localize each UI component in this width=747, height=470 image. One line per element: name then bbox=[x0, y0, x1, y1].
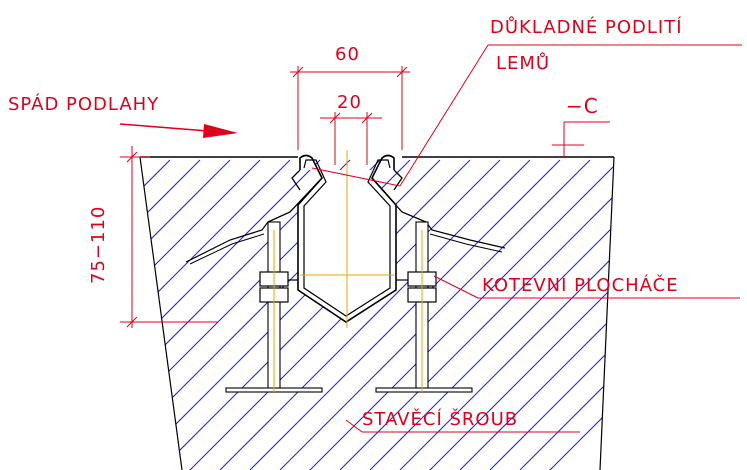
right-lip bbox=[393, 169, 403, 191]
slab-right-edge bbox=[599, 156, 615, 470]
slope-arrow bbox=[119, 123, 238, 138]
label-spad-podlahy: SPÁD PODLAHY bbox=[8, 93, 159, 115]
leader-kotevni bbox=[433, 275, 479, 299]
right-anchor-flat-inner bbox=[429, 233, 503, 253]
right-flange bbox=[371, 177, 427, 223]
joint-profile-inner bbox=[303, 159, 391, 317]
center-lines bbox=[273, 150, 423, 392]
left-anchor-flat bbox=[185, 221, 269, 263]
label-kotevni-plochace: KOTEVNÍ PLOCHÁČE bbox=[482, 274, 679, 296]
label-stavéci-sroub: STAVĚCÍ ŠROUB bbox=[362, 408, 518, 430]
leader-sroub bbox=[345, 419, 363, 433]
left-anchor-flat-inner bbox=[189, 233, 265, 265]
label-dukladne-podliti: DŮKLADNÉ PODLITÍ bbox=[490, 16, 683, 38]
right-base-plate bbox=[375, 387, 473, 393]
leader-podliti bbox=[399, 44, 489, 187]
dimension-lines bbox=[120, 66, 610, 328]
slab-left-edge bbox=[139, 156, 183, 470]
label-dim-20: 20 bbox=[337, 92, 362, 113]
slope-arrowhead bbox=[203, 124, 238, 138]
label-dim-60: 60 bbox=[335, 44, 360, 65]
left-lip bbox=[291, 169, 301, 191]
label-dim-75-110: 75−110 bbox=[88, 206, 109, 284]
label-level-mark: −C bbox=[566, 94, 599, 118]
left-flange bbox=[267, 177, 323, 223]
leader-lines bbox=[311, 44, 742, 433]
label-lemu: LEMŮ bbox=[496, 52, 550, 74]
anchor-flats bbox=[185, 221, 506, 265]
right-anchor-flat bbox=[425, 221, 506, 249]
leader-podliti-to-lip bbox=[311, 167, 401, 187]
